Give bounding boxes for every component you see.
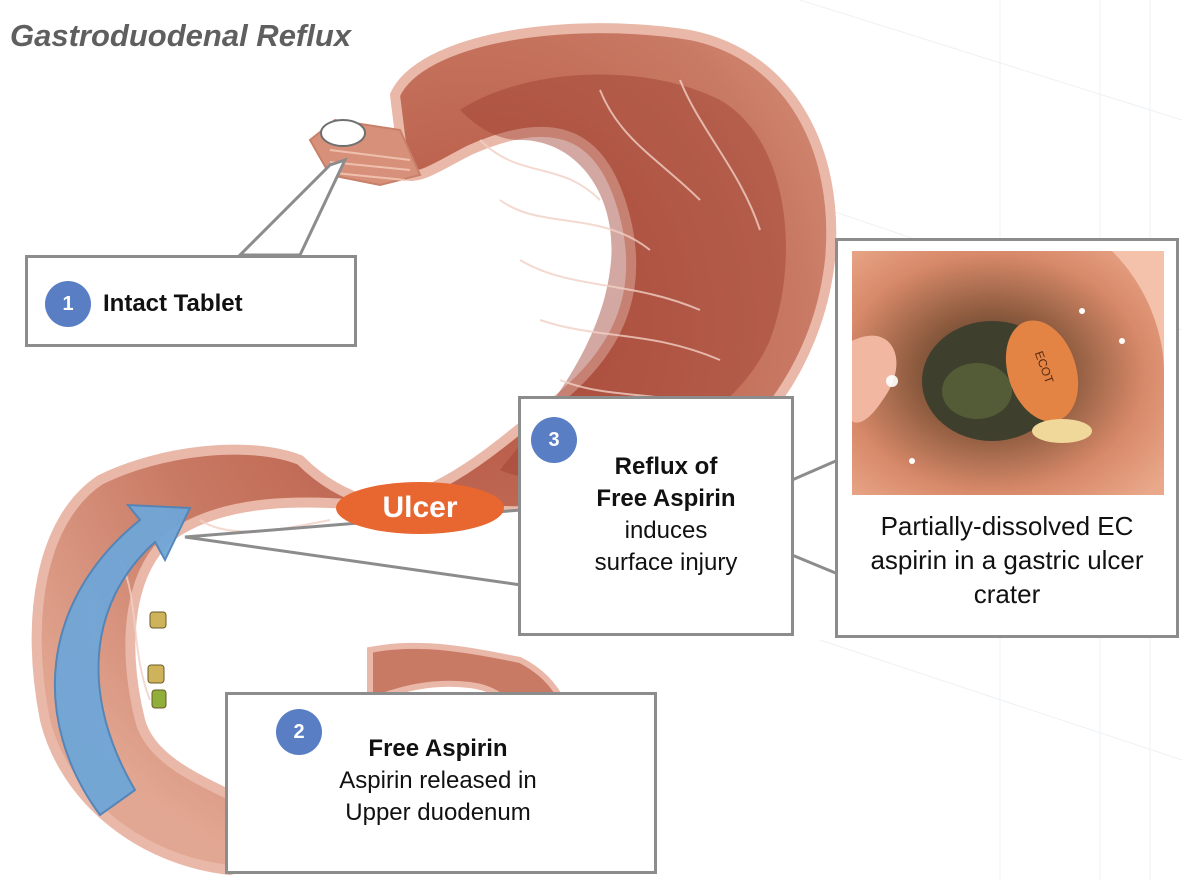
callout-intact-tablet: 1 Intact Tablet (25, 255, 357, 347)
ulcer-label: Ulcer (336, 482, 504, 534)
callout-3-line-1: induces (541, 515, 791, 547)
callout-reflux: 3 Reflux of Free Aspirin induces surface… (518, 396, 794, 636)
callout-2-heading: Free Aspirin (288, 733, 588, 765)
tablet-shape (321, 120, 365, 146)
photo-caption: Partially-dissolved EC aspirin in a gast… (838, 509, 1176, 611)
connector-line-bottom (792, 555, 838, 574)
callout-3-text: Reflux of Free Aspirin induces surface i… (541, 451, 791, 579)
endoscopy-photo-box: ECOT Partially-dissolved EC aspirin in a… (835, 238, 1179, 638)
callout-3-line-2: surface injury (541, 547, 791, 579)
photo-caption-line-1: Partially-dissolved EC (838, 509, 1176, 543)
callout-1-heading-text: Intact Tablet (103, 288, 243, 320)
endoscopy-photo: ECOT (852, 251, 1164, 495)
callout-2-line-2: Upper duodenum (288, 797, 588, 829)
callout-1-heading: Intact Tablet (103, 288, 243, 320)
photo-caption-line-3: crater (838, 577, 1176, 611)
callout-2-line-1: Aspirin released in (288, 765, 588, 797)
callout-3-heading-line-2: Free Aspirin (541, 483, 791, 515)
callout-3-heading-line-1: Reflux of (541, 451, 791, 483)
step-badge-1: 1 (45, 281, 91, 327)
connector-line-top (792, 460, 838, 480)
callout-2-text: Free Aspirin Aspirin released in Upper d… (288, 733, 588, 829)
diagram-title: Gastroduodenal Reflux (10, 18, 351, 54)
photo-caption-line-2: aspirin in a gastric ulcer (838, 543, 1176, 577)
callout-1-pointer (240, 160, 345, 255)
callout-free-aspirin: 2 Free Aspirin Aspirin released in Upper… (225, 692, 657, 874)
bile-duct (148, 612, 166, 708)
